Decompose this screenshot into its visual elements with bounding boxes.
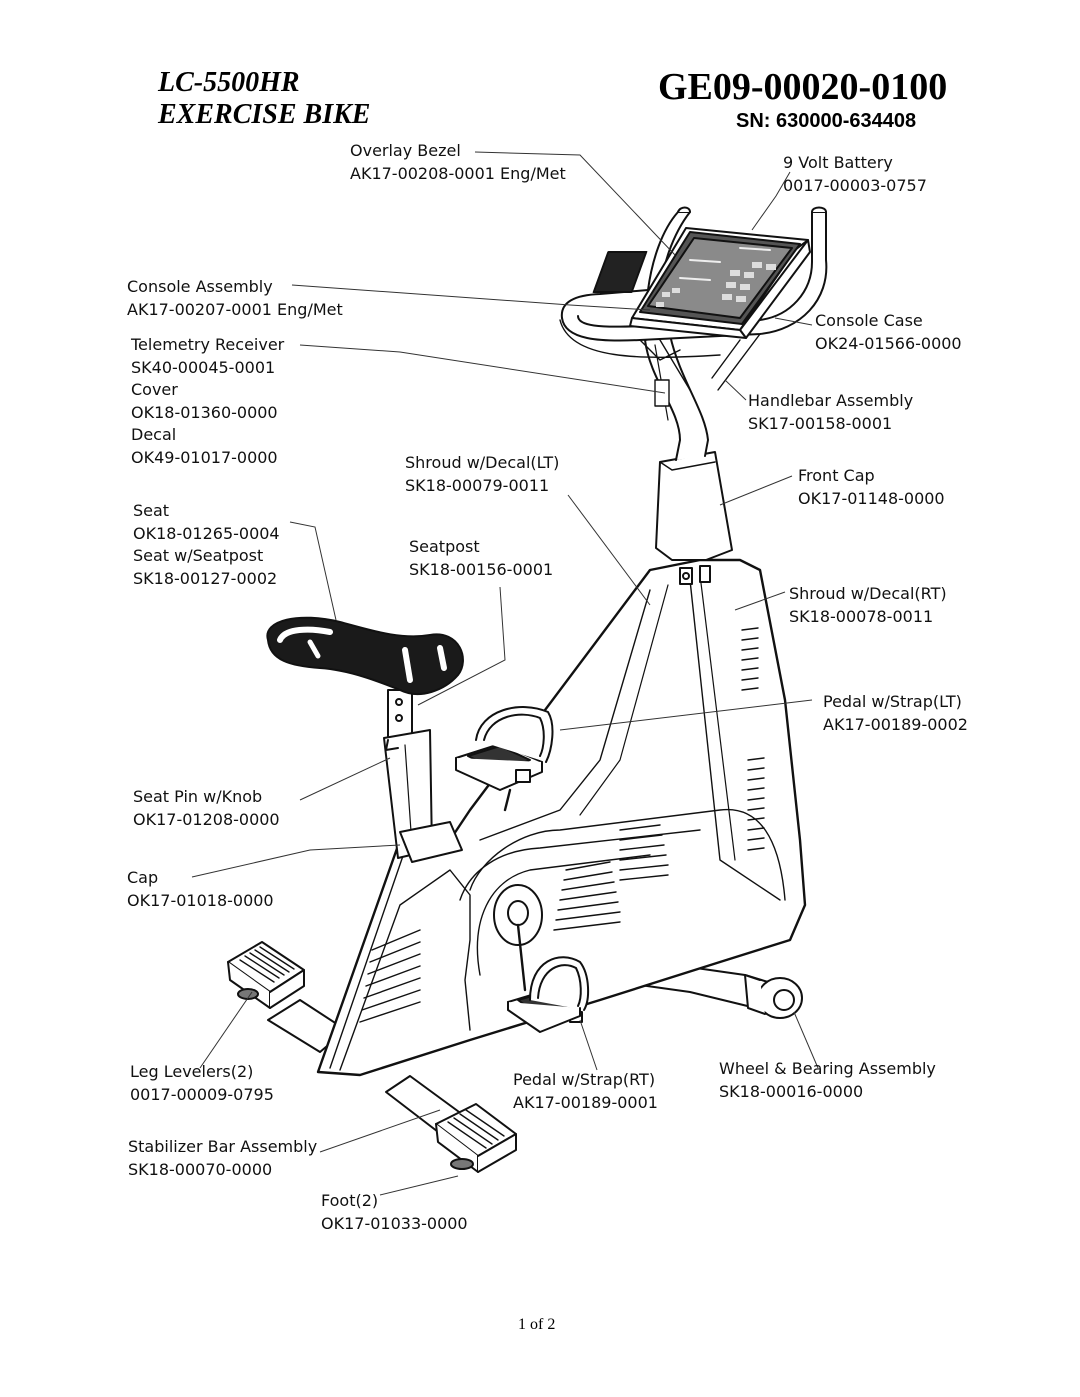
label-foot: Foot(2)OK17-01033-0000	[321, 1191, 468, 1233]
leader-front-cap	[719, 475, 793, 506]
label-shroud-lt: Shroud w/Decal(LT)SK18-00079-0011	[405, 453, 560, 495]
label-pedal-lt: Pedal w/Strap(LT)AK17-00189-0002	[823, 692, 968, 734]
leader-battery	[751, 171, 791, 231]
serial-number-range: SN: 630000-634408	[736, 110, 917, 132]
label-pedal-rt: Pedal w/Strap(RT)AK17-00189-0001	[513, 1070, 658, 1112]
leader-shroud-rt	[734, 591, 786, 611]
rear-foot-left	[227, 941, 305, 1009]
console	[592, 227, 811, 339]
product-title: EXERCISE BIKE	[158, 99, 371, 130]
leader-seat	[289, 521, 337, 621]
label-leg-levelers: Leg Levelers(2)0017-00009-0795	[130, 1062, 274, 1104]
leader-overlay-bezel	[474, 151, 676, 256]
leader-pedal-rt	[579, 1019, 598, 1071]
leader-leg-levelers	[199, 991, 253, 1069]
model-title: LC-5500HR	[158, 67, 300, 98]
pedal-left	[455, 706, 554, 812]
vent-slats-right	[741, 627, 765, 851]
leader-seatpost	[417, 586, 506, 706]
document-number: GE09-00020-0100	[658, 66, 948, 108]
pedal-right	[507, 956, 590, 1033]
leader-handlebar	[724, 379, 747, 401]
leader-console-case	[774, 317, 813, 326]
seat	[266, 616, 464, 695]
leader-wheel	[793, 1011, 819, 1069]
seatpost	[383, 689, 463, 863]
leader-foot	[379, 1175, 459, 1196]
page-number: 1 of 2	[518, 1316, 556, 1333]
leader-console-assembly	[291, 284, 651, 311]
leader-shroud-lt	[567, 494, 651, 606]
label-shroud-rt: Shroud w/Decal(RT)SK18-00078-0011	[789, 584, 947, 626]
rear-foot-right	[435, 1103, 517, 1173]
leader-telemetry	[299, 344, 666, 394]
front-cap	[655, 451, 733, 585]
leader-pedal-lt	[559, 699, 813, 731]
leader-cap	[191, 844, 401, 878]
vent-slats-side	[359, 824, 669, 1023]
leader-seat-pin	[299, 757, 391, 801]
leader-stabilizer	[319, 1109, 441, 1153]
